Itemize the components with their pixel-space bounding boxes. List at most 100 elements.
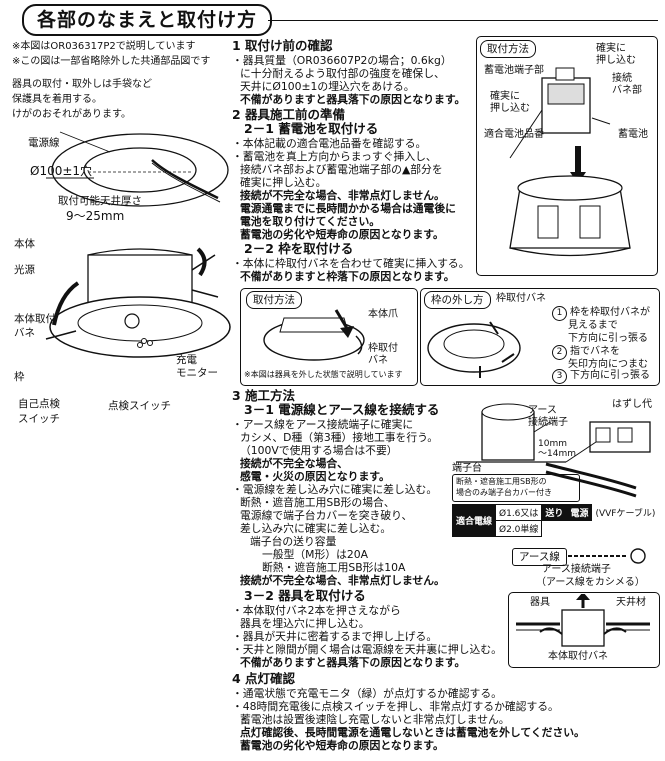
sec2-line: 接続バネ部および蓄電池端子部の▲部分を xyxy=(240,163,443,176)
sec2-2-heading: 2－2 枠を取付ける xyxy=(244,241,354,256)
note-model: ※本図はOR036317P2で説明しています xyxy=(12,41,196,52)
frame-removal-illustration xyxy=(427,321,521,378)
ceiling-material-label: 天井材 xyxy=(616,597,646,608)
power-tag: 電源 xyxy=(566,504,593,521)
frame-label: 枠 xyxy=(14,371,25,383)
ceiling-hole-illustration xyxy=(46,131,229,207)
charge-monitor-label: 充電 xyxy=(176,354,197,366)
sec4-line: ・通電状態で充電モニタ（緑）が点灯するか確認する。 xyxy=(232,687,502,700)
sec3-warning: 感電・火災の原因となります。 xyxy=(240,470,390,483)
sec3-line: ・アース線をアース接続端子に確実に xyxy=(232,418,414,431)
wire-spec-value: Ø1.6又は xyxy=(495,504,543,521)
strip-length-label: はずし代 xyxy=(612,399,652,410)
step-1-cont: 見えるまで xyxy=(568,320,618,331)
sec4-line: 蓄電池は設置後速陰し充電しないと非常点灯しません。 xyxy=(240,713,510,726)
sec4-heading: 4 点灯確認 xyxy=(232,671,296,686)
strip-length-value: 10mm xyxy=(538,439,567,449)
body-label: 本体 xyxy=(14,238,35,250)
sec3-line: 器具を埋込穴に押し込む。 xyxy=(240,617,370,630)
spring-label: 接続 xyxy=(612,73,632,84)
frame-install-title: 取付方法 xyxy=(246,291,302,309)
sec3-line: カシメ、D種（第3種）接地工事を行う。 xyxy=(240,431,439,444)
battery-terminal-label: 蓄電池端子部 xyxy=(484,65,544,76)
sec2-1-heading: 2－1 蓄電池を取付ける xyxy=(244,121,379,136)
earth-terminal-label: アース xyxy=(528,405,557,416)
sec1-line: に十分耐えるよう取付部の強度を確保し、 xyxy=(240,67,445,80)
frame-removal-title: 枠の外し方 xyxy=(424,291,491,309)
sec2-warning: 不備がありますと枠落下の原因となります。 xyxy=(240,270,455,283)
light-source-label: 光源 xyxy=(14,264,35,276)
step-1-cont: 下方向に引っ張る xyxy=(568,333,648,344)
charge-monitor-label-2: モニター xyxy=(176,367,218,379)
sec4-warning: 蓄電池の劣化や短寿命の原因となります。 xyxy=(240,739,444,752)
push-label-2: 確実に xyxy=(490,91,520,102)
note-gloves: 器具の取付・取外しは手袋など xyxy=(12,79,152,90)
vvf-label: (VVFケーブル) xyxy=(595,509,656,519)
earth-wire-label: アース線 xyxy=(512,548,567,566)
mount-spring-label: 本体取付バネ xyxy=(548,651,608,662)
sec2-line: ・本体記載の適合電池品番を確認する。 xyxy=(232,137,427,150)
sec2-warning: 電池を取り付けてください。 xyxy=(240,215,381,228)
sb-note: 場合のみ端子台カバー付き xyxy=(456,488,552,497)
sec2-line: 確実に押し込む。 xyxy=(240,176,327,189)
push-label-2: 押し込む xyxy=(490,103,530,114)
battery-install-box xyxy=(476,36,658,276)
frame-spring-label-2: バネ xyxy=(368,355,388,366)
install-illustration xyxy=(516,594,650,647)
frame-note: ※本図は器具を外した状態で説明しています xyxy=(244,370,403,379)
frame-spring-label: 枠取付バネ xyxy=(496,293,546,304)
push-label: 確実に xyxy=(596,43,626,54)
sec3-line: ・天井と隙間が開く場合は電源線を天井裏に押し込む。 xyxy=(232,643,502,656)
note-gloves-2: 保護具を着用する。 xyxy=(12,94,102,105)
feed-tag: 送り xyxy=(541,504,568,521)
wiring-illustration xyxy=(456,403,651,498)
spring-label: バネ部 xyxy=(612,85,642,96)
frame-install-illustration xyxy=(263,309,365,361)
terminal-block-label: 端子台 xyxy=(452,463,482,474)
sec2-line: ・本体に枠取付バネを合わせて確実に挿入する。 xyxy=(232,257,470,270)
mount-spring-label-2: バネ xyxy=(14,327,35,339)
note-common: ※この図は一部省略除外した共通部品図です xyxy=(12,56,211,67)
sec1-warning: 不備がありますと器具落下の原因となります。 xyxy=(240,93,466,106)
sec2-warning: 電源通電までに長時間かかる場合は通電後に xyxy=(240,202,456,215)
fixture-illustration xyxy=(45,247,231,358)
frame-install-box xyxy=(240,288,418,386)
strip-length-value: ～14mm xyxy=(538,449,576,459)
push-label: 押し込む xyxy=(596,55,636,66)
ceiling-thickness-label: 取付可能天井厚さ xyxy=(58,195,142,207)
sec3-line: 差し込み穴に確実に差し込む。 xyxy=(240,522,392,535)
sec3-line: ・本体取付バネ2本を押さえながら xyxy=(232,604,401,617)
battery-install-illustration xyxy=(509,67,631,257)
check-switch-label: 点検スイッチ xyxy=(108,400,171,412)
sec3-2-heading: 3－2 器具を取付ける xyxy=(244,588,366,603)
earth-terminal-label: アース接続端子 xyxy=(542,564,611,575)
sec2-warning: 蓄電池の劣化や短寿命の原因となります。 xyxy=(240,228,444,241)
fixture-label: 器具 xyxy=(530,597,550,608)
sec3-line: 断熱・遮音施工用SB形は10A xyxy=(262,561,406,574)
sec3-line: 電源線で端子台カバーを突き破り、 xyxy=(240,509,413,522)
sec2-heading: 2 器具施工前の準備 xyxy=(232,107,346,122)
hole-diameter-label: Ø100±1穴 xyxy=(30,164,93,178)
sec3-warning: 接続が不完全な場合、非常点灯しません。 xyxy=(240,574,445,587)
sec3-warning: 接続が不完全な場合、 xyxy=(240,457,348,470)
sb-note-box xyxy=(452,474,580,502)
sec3-heading: 3 施工方法 xyxy=(232,388,296,403)
sec3-1-heading: 3－1 電源線とアース線を接続する xyxy=(244,402,440,417)
sec2-line: ・蓄電池を真上方向からまっすぐ挿入し、 xyxy=(232,150,437,163)
earth-wire-illustration xyxy=(568,548,646,564)
sec3-warning: 不備がありますと器具落下の原因となります。 xyxy=(240,656,466,669)
sec2-warning: 接続が不完全な場合、非常点灯しません。 xyxy=(240,189,445,202)
earth-terminal-label: 接続端子 xyxy=(528,417,568,428)
mount-spring-label: 本体取付 xyxy=(14,313,56,325)
wire-spec-table: 適合電線 Ø1.6又は 送り 電源 (VVFケーブル) Ø2.0単線 xyxy=(451,504,659,537)
self-check-label-2: スイッチ xyxy=(18,413,60,425)
wire-spec-header: 適合電線 xyxy=(451,504,497,537)
battery-install-title: 取付方法 xyxy=(480,40,536,58)
sec3-line: 一般型（M形）は20A xyxy=(262,548,369,561)
sec3-line: （100Vで使用する場合は不要） xyxy=(240,444,398,457)
body-claw-label: 本体爪 xyxy=(368,309,398,320)
step-2-cont: 矢印方向につまむ xyxy=(568,359,648,370)
